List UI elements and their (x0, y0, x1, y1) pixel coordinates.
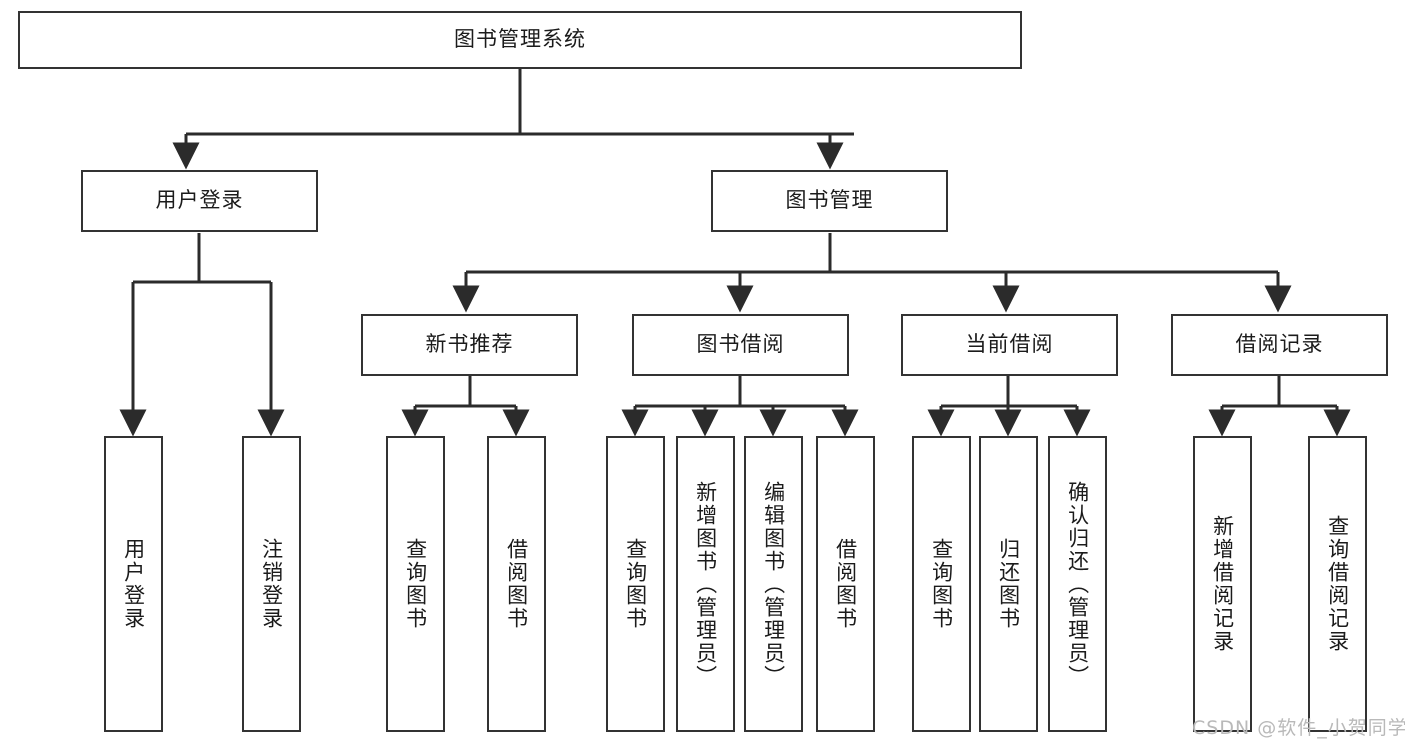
node-current-borrow-label: 当前借阅 (965, 332, 1054, 357)
node-borrow-record[interactable]: 借阅记录 (1171, 314, 1388, 376)
node-current-borrow[interactable]: 当前借阅 (901, 314, 1118, 376)
node-book-borrow[interactable]: 图书借阅 (632, 314, 849, 376)
node-leaf-confirm-return-label: 确认归还（管理员） (1065, 480, 1090, 688)
node-leaf-return-book-label: 归还图书 (996, 538, 1021, 630)
node-leaf-borrow-book-1-label: 借阅图书 (504, 538, 529, 630)
watermark: CSDN @软件_小贺同学 (1192, 717, 1405, 739)
node-leaf-query-record-label: 查询借阅记录 (1325, 515, 1350, 653)
node-leaf-add-book-label: 新增图书（管理员） (693, 480, 718, 688)
node-leaf-user-logout-label: 注销登录 (259, 538, 284, 630)
node-leaf-query-book-2[interactable]: 查询图书 (606, 436, 665, 732)
node-leaf-add-record[interactable]: 新增借阅记录 (1193, 436, 1252, 732)
node-leaf-query-book-1[interactable]: 查询图书 (386, 436, 445, 732)
node-book-manage[interactable]: 图书管理 (711, 170, 948, 232)
node-leaf-borrow-book-2[interactable]: 借阅图书 (816, 436, 875, 732)
node-book-manage-label: 图书管理 (785, 188, 874, 213)
node-leaf-edit-book[interactable]: 编辑图书（管理员） (744, 436, 803, 732)
node-root[interactable]: 图书管理系统 (18, 11, 1022, 69)
node-user-login-label: 用户登录 (155, 188, 244, 213)
node-leaf-query-book-3[interactable]: 查询图书 (912, 436, 971, 732)
node-new-book-recommend-label: 新书推荐 (425, 332, 514, 357)
node-leaf-borrow-book-2-label: 借阅图书 (833, 538, 858, 630)
node-leaf-user-login[interactable]: 用户登录 (104, 436, 163, 732)
node-new-book-recommend[interactable]: 新书推荐 (361, 314, 578, 376)
node-leaf-query-book-1-label: 查询图书 (403, 538, 428, 630)
node-leaf-edit-book-label: 编辑图书（管理员） (761, 480, 786, 688)
node-borrow-record-label: 借阅记录 (1235, 332, 1324, 357)
node-leaf-return-book[interactable]: 归还图书 (979, 436, 1038, 732)
node-leaf-confirm-return[interactable]: 确认归还（管理员） (1048, 436, 1107, 732)
node-leaf-query-book-3-label: 查询图书 (929, 538, 954, 630)
node-root-label: 图书管理系统 (454, 27, 586, 52)
node-leaf-query-record[interactable]: 查询借阅记录 (1308, 436, 1367, 732)
node-leaf-query-book-2-label: 查询图书 (623, 538, 648, 630)
node-leaf-borrow-book-1[interactable]: 借阅图书 (487, 436, 546, 732)
node-leaf-user-login-label: 用户登录 (121, 538, 146, 630)
node-leaf-add-record-label: 新增借阅记录 (1210, 515, 1235, 653)
node-user-login[interactable]: 用户登录 (81, 170, 318, 232)
node-leaf-user-logout[interactable]: 注销登录 (242, 436, 301, 732)
node-book-borrow-label: 图书借阅 (696, 332, 785, 357)
node-leaf-add-book[interactable]: 新增图书（管理员） (676, 436, 735, 732)
